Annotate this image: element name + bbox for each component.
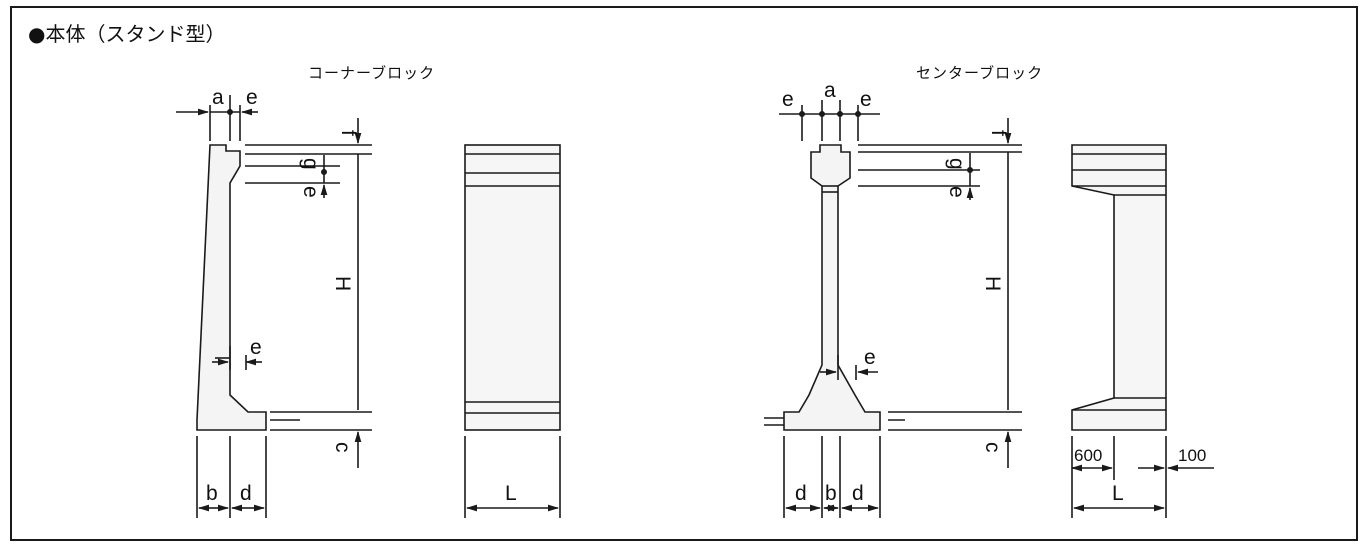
center-dim-d-left: d bbox=[795, 482, 807, 505]
center-dim-d-right: d bbox=[852, 482, 864, 505]
corner-dim-b: b bbox=[206, 482, 218, 505]
page-title: ●本体（スタンド型） bbox=[28, 22, 226, 46]
corner-dim-e-notch: e bbox=[250, 336, 262, 359]
center-dim-dot bbox=[818, 111, 825, 118]
center-dim-H: H bbox=[981, 276, 1004, 291]
corner-dim-e-top: e bbox=[246, 86, 258, 109]
center-dim-f: f bbox=[987, 130, 1010, 136]
corner-front-view bbox=[464, 144, 561, 431]
corner-dim-L: L bbox=[505, 482, 517, 505]
center-dim-e-left: e bbox=[782, 88, 794, 111]
center-dim-dot bbox=[854, 111, 861, 118]
center-dim-e-notch: e bbox=[864, 346, 876, 369]
center-dim-100: 100 bbox=[1178, 446, 1206, 465]
center-dim-e-side: e bbox=[945, 186, 968, 198]
center-side-profile bbox=[783, 144, 881, 431]
corner-dim-a: a bbox=[212, 86, 224, 109]
corner-dim-H: H bbox=[331, 276, 354, 291]
center-dim-a: a bbox=[824, 79, 836, 102]
corner-dim-dot bbox=[227, 109, 234, 116]
corner-side-profile bbox=[196, 144, 267, 431]
center-block-label: センターブロック bbox=[916, 64, 1044, 82]
center-dim-c: c bbox=[981, 442, 1004, 453]
corner-dim-c: c bbox=[331, 442, 354, 453]
center-dim-dot bbox=[836, 111, 843, 118]
corner-dim-f: f bbox=[337, 130, 360, 136]
center-dim-e-right: e bbox=[860, 88, 872, 111]
corner-dim-g: g bbox=[299, 158, 322, 170]
corner-dim-dot bbox=[320, 169, 327, 176]
center-dim-dot bbox=[798, 111, 805, 118]
center-dim-dot bbox=[966, 167, 973, 174]
center-dim-b: b bbox=[825, 482, 837, 505]
corner-dim-d: d bbox=[240, 482, 252, 505]
corner-block-label: コーナーブロック bbox=[308, 64, 436, 82]
center-dim-600: 600 bbox=[1074, 446, 1102, 465]
center-front-view bbox=[1071, 144, 1167, 431]
center-dim-g: g bbox=[945, 158, 968, 170]
corner-dim-e-right: e bbox=[299, 186, 322, 198]
center-dim-L: L bbox=[1112, 482, 1124, 505]
